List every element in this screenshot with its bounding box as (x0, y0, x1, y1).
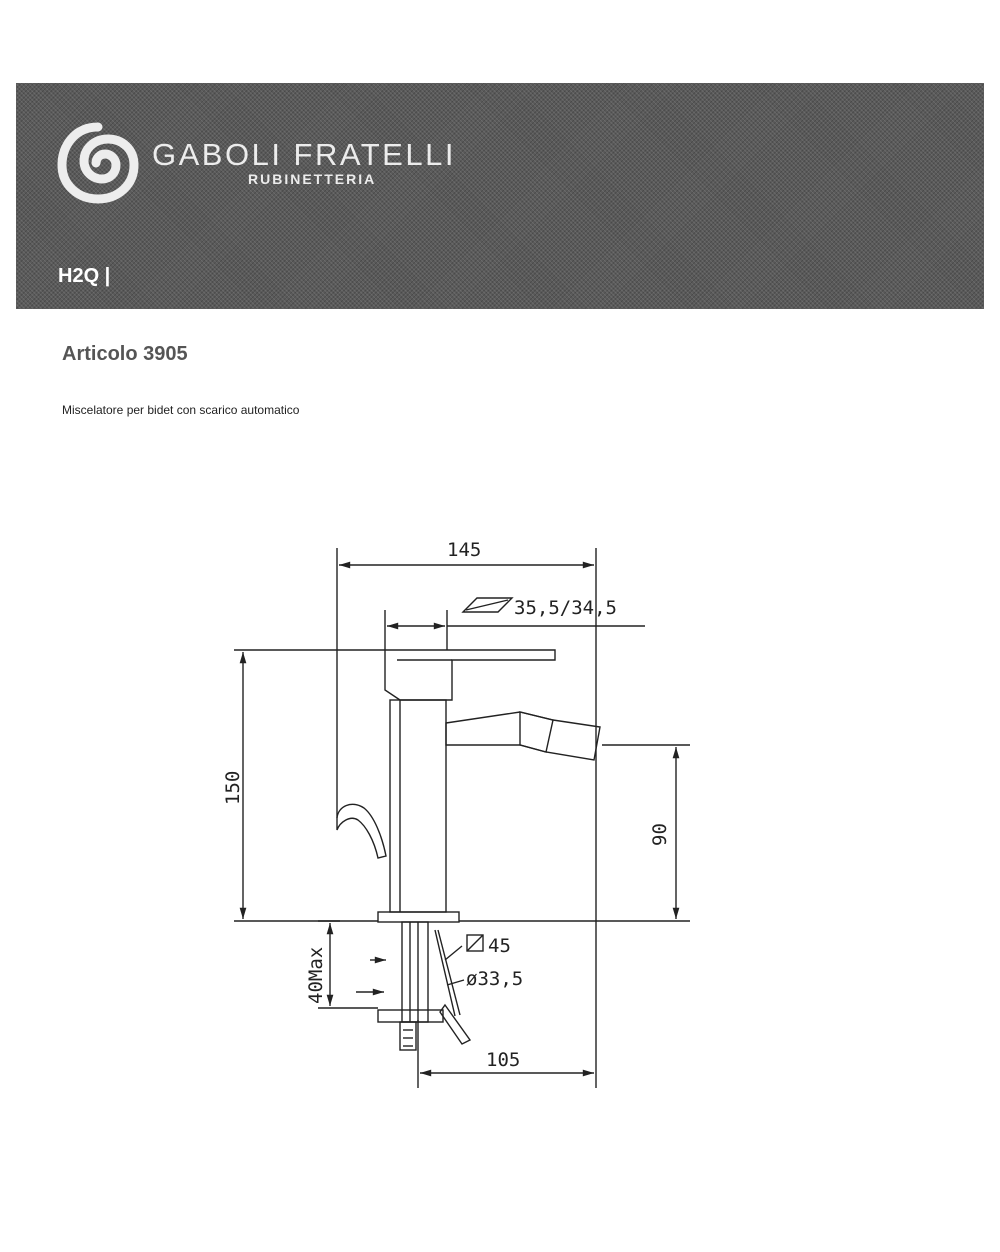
spiral-logo-icon (57, 122, 139, 204)
dim-label-150: 150 (222, 771, 244, 805)
dim-label-105: 105 (486, 1049, 520, 1071)
dim-label-40max: 40Max (305, 947, 327, 1004)
article-description: Miscelatore per bidet con scarico automa… (62, 403, 300, 417)
faucet-outline (336, 597, 601, 1051)
dim-label-base-square: 45 (488, 935, 511, 957)
dim-label-diameter: ø33,5 (466, 968, 523, 990)
brand-subtitle: RUBINETTERIA (248, 171, 377, 187)
dim-label-90: 90 (649, 823, 671, 846)
header-banner: GABOLI FRATELLI RUBINETTERIA H2Q | (16, 83, 984, 309)
brand-name: GABOLI FRATELLI (152, 137, 456, 172)
dim-label-lever: 35,5/34,5 (514, 597, 617, 619)
dim-label-145: 145 (447, 539, 481, 561)
article-title: Articolo 3905 (62, 343, 188, 365)
series-label: H2Q | (58, 265, 111, 287)
